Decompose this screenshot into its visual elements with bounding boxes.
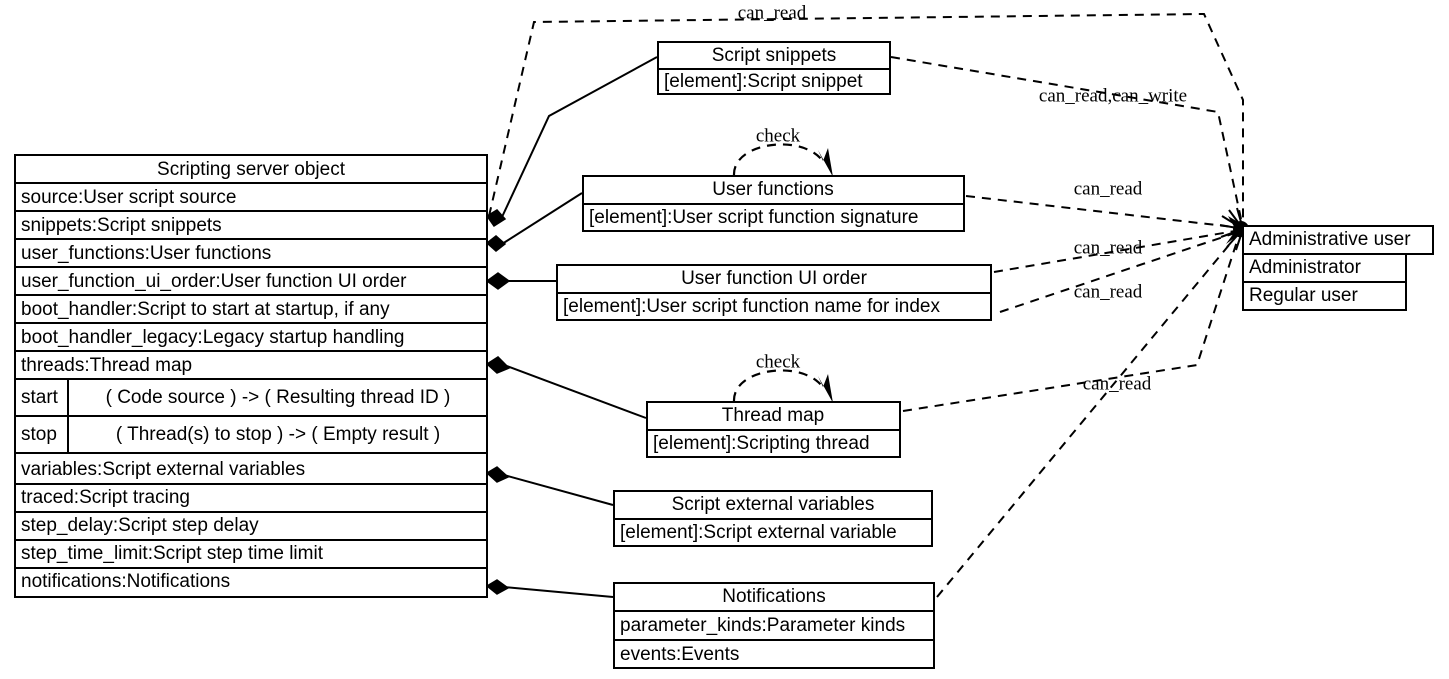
class-title: Scripting server object <box>157 159 346 180</box>
method-name: start <box>21 387 59 408</box>
class-title: User function UI order <box>681 268 868 289</box>
check-arrowhead-thread-map <box>818 374 833 403</box>
edge-label-group: can_read can_read,can_write can_read can… <box>738 2 1187 394</box>
class-box-outline <box>613 582 935 669</box>
edge-can-read-ui-order-lower <box>999 230 1242 313</box>
class-title: Notifications <box>722 586 826 607</box>
edge-label-can-read-top: can_read <box>738 2 807 23</box>
class-scripting-server-object[interactable]: Scripting server object source:User scri… <box>14 154 488 598</box>
edge-variables <box>503 474 614 506</box>
attr-row: events:Events <box>620 644 739 665</box>
dependency-edges <box>488 12 1244 598</box>
edge-label-can-read-ui-order-upper: can_read <box>1074 237 1143 258</box>
attr-row: boot_handler:Script to start at startup,… <box>21 299 390 320</box>
attr-row: snippets:Script snippets <box>21 215 222 236</box>
edge-label-can-read-ui-order-lower: can_read <box>1074 281 1143 302</box>
edge-user-functions <box>501 192 583 245</box>
edge-snippets <box>501 56 658 218</box>
attr-row: variables:Script external variables <box>21 459 305 480</box>
class-user-function-ui-order[interactable]: User function UI order [element]:User sc… <box>556 264 992 321</box>
attr-row: Administrator <box>1249 257 1362 278</box>
attr-row: user_functions:User functions <box>21 243 271 264</box>
method-signature: ( Thread(s) to stop ) -> ( Empty result … <box>116 424 440 445</box>
check-arc-thread-map <box>732 369 825 402</box>
edge-label-check-thread-map: check <box>756 351 801 372</box>
attr-row: notifications:Notifications <box>21 571 230 592</box>
method-signature: ( Code source ) -> ( Resulting thread ID… <box>106 387 451 408</box>
edge-can-read-thread-map <box>902 231 1241 412</box>
check-loop-user-functions <box>732 143 833 177</box>
class-title: Script external variables <box>672 494 875 515</box>
check-arc-user-functions <box>732 143 825 176</box>
edge-label-can-read-can-write: can_read,can_write <box>1039 85 1187 106</box>
class-title: Administrative user <box>1249 229 1411 250</box>
composition-diamonds <box>485 209 511 595</box>
diamond-ui-order <box>485 272 511 290</box>
attr-row: [element]:Script external variable <box>620 522 897 543</box>
edge-can-read-user-functions <box>965 195 1243 229</box>
attr-row: [element]:Scripting thread <box>653 433 870 454</box>
class-administrative-user[interactable]: Administrative user Administrator Regula… <box>1242 225 1434 311</box>
attr-row: [element]:User script function signature <box>589 207 919 228</box>
diamond-user-functions <box>485 235 507 252</box>
class-thread-map[interactable]: Thread map [element]:Scripting thread <box>646 401 901 458</box>
attr-row: [element]:Script snippet <box>664 71 863 92</box>
class-script-snippets[interactable]: Script snippets [element]:Script snippet <box>657 41 891 95</box>
attr-row: step_delay:Script step delay <box>21 515 259 536</box>
edge-can-read-top <box>488 12 1244 228</box>
attr-row: source:User script source <box>21 187 236 208</box>
class-title: Script snippets <box>712 45 837 66</box>
method-name: stop <box>21 424 57 445</box>
attr-row: parameter_kinds:Parameter kinds <box>620 615 905 636</box>
attr-row: [element]:User script function name for … <box>563 296 941 317</box>
attr-row: threads:Thread map <box>21 355 192 376</box>
class-box-outline <box>14 154 488 598</box>
attr-row: traced:Script tracing <box>21 487 190 508</box>
edge-label-check-user-functions: check <box>756 125 801 146</box>
edge-can-read-ui-order <box>993 229 1242 273</box>
attr-row: step_time_limit:Script step time limit <box>21 543 324 564</box>
edge-label-can-read-thread-map: can_read <box>1083 373 1152 394</box>
attr-row: Regular user <box>1249 285 1358 306</box>
class-notifications[interactable]: Notifications parameter_kinds:Parameter … <box>613 582 935 669</box>
check-arrowhead-user-functions <box>818 148 833 177</box>
diamond-threads <box>485 356 511 374</box>
edge-label-can-read-user-functions: can_read <box>1074 178 1143 199</box>
edge-notifications <box>503 586 614 598</box>
class-title: User functions <box>712 179 833 200</box>
diamond-variables <box>485 466 510 483</box>
class-title: Thread map <box>722 405 824 426</box>
edge-threads <box>503 364 647 419</box>
check-loop-thread-map <box>732 369 833 403</box>
class-box-outline-title <box>1242 225 1434 255</box>
attr-row: user_function_ui_order:User function UI … <box>21 271 407 292</box>
composition-edges <box>501 56 658 598</box>
class-user-functions[interactable]: User functions [element]:User script fun… <box>582 175 965 232</box>
diamond-snippets <box>485 209 507 228</box>
attr-row: boot_handler_legacy:Legacy startup handl… <box>21 327 404 348</box>
diamond-notifications <box>485 579 510 595</box>
class-script-external-variables[interactable]: Script external variables [element]:Scri… <box>613 490 933 547</box>
